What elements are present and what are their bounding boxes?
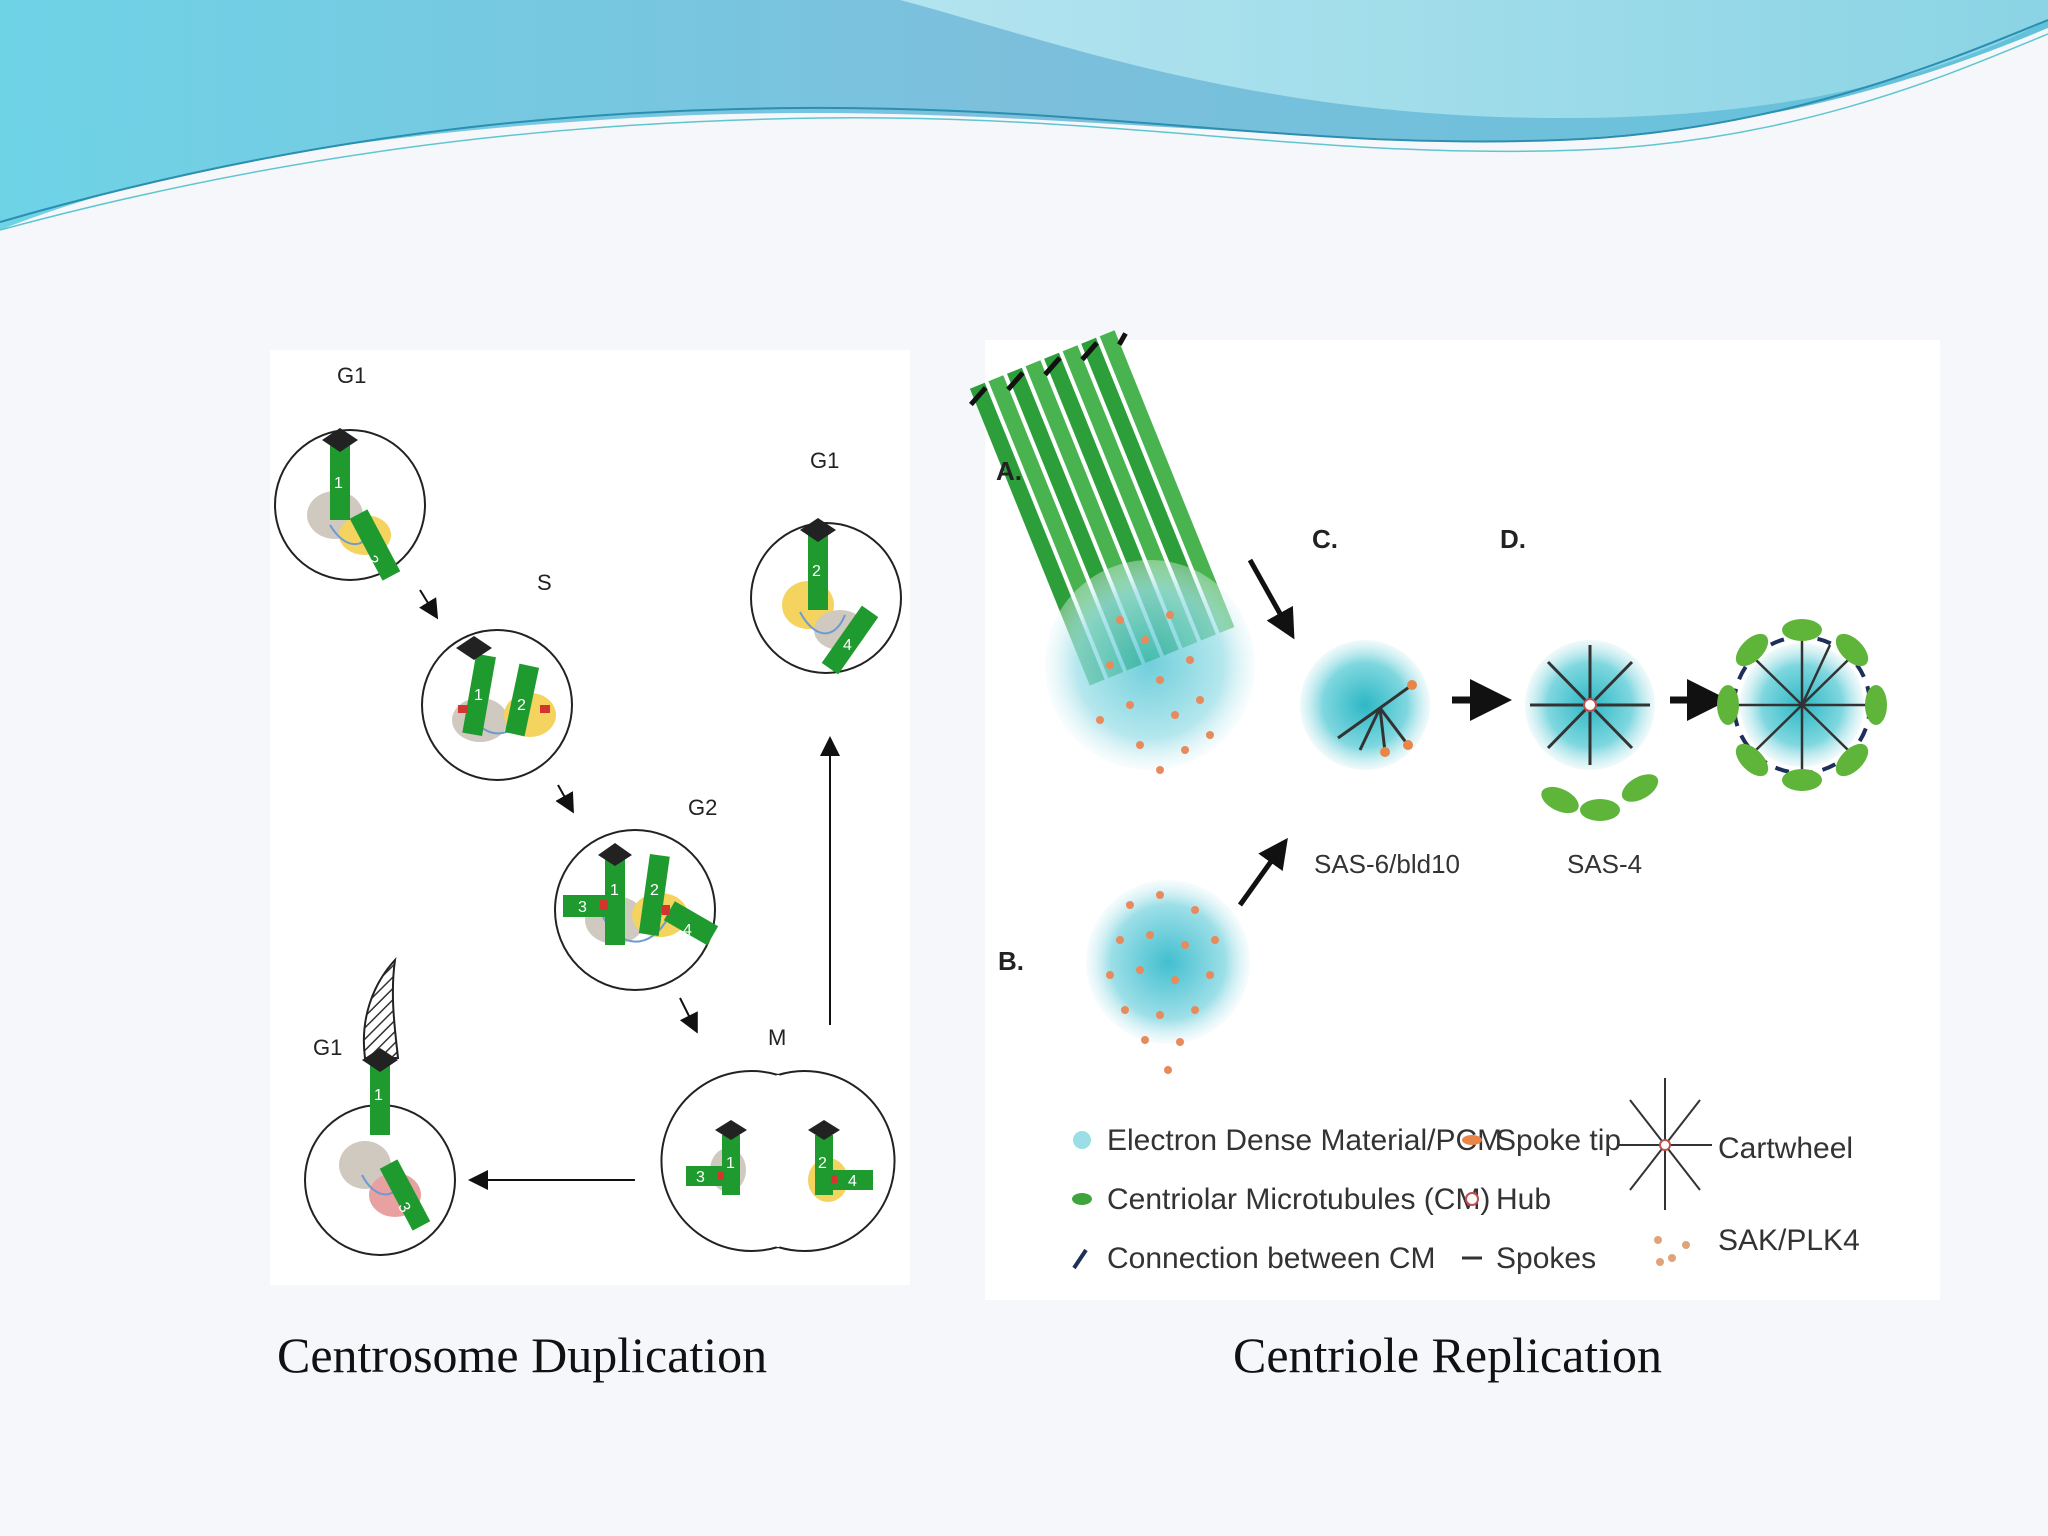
- panel-label-b: B.: [998, 946, 1024, 976]
- cilium: [362, 956, 400, 1059]
- centriole-num: 4: [843, 637, 852, 654]
- panel-c-sas6: C. SAS-6/bld10: [1300, 524, 1460, 879]
- cell-g1-cilium: G1 1 3: [304, 956, 456, 1256]
- panel-b-pcm-sphere: B.: [998, 880, 1250, 1074]
- centriole-num: 1: [474, 687, 483, 704]
- centriole-num: 3: [578, 899, 587, 916]
- centriole-num: 1: [726, 1155, 735, 1172]
- phase-label-g1-start: G1: [337, 363, 366, 388]
- legend-label-pcm: Electron Dense Material/PCM: [1107, 1124, 1502, 1157]
- legend: Electron Dense Material/PCM Centriolar M…: [1072, 1078, 1860, 1275]
- panel-d-sas4: D. SAS-4: [1500, 524, 1659, 879]
- duplication-diagram: G1 1 2 S 1 2: [270, 350, 910, 1285]
- stage-label-sas6: SAS-6/bld10: [1314, 849, 1460, 879]
- panel-label-c: C.: [1312, 524, 1338, 554]
- centriole-num: 2: [812, 563, 821, 580]
- centriole-num: 2: [650, 882, 659, 899]
- mature-centriole: [1717, 619, 1887, 791]
- phase-label-g1-end: G1: [810, 448, 839, 473]
- cell-g1-start: G1 1 2: [274, 363, 426, 581]
- legend-label-cm: Centriolar Microtubules (CM): [1107, 1183, 1490, 1216]
- legend-label-spokes: Spokes: [1496, 1242, 1596, 1275]
- cartwheel-swatch-icon: [1618, 1078, 1712, 1210]
- phase-label-g1-cilium: G1: [313, 1035, 342, 1060]
- replication-diagram: A. B. C.: [969, 330, 1940, 1300]
- phase-label-m: M: [768, 1025, 786, 1050]
- centriole-num: 1: [334, 475, 343, 492]
- legend-label-hub: Hub: [1496, 1183, 1551, 1216]
- hub-swatch-icon: [1465, 1192, 1479, 1206]
- legend-label-cartwheel: Cartwheel: [1718, 1132, 1853, 1165]
- caption-centrosome-duplication: Centrosome Duplication: [277, 1327, 768, 1383]
- cm-swatch-icon: [1072, 1193, 1092, 1205]
- phase-label-g2: G2: [688, 795, 717, 820]
- panel-a-centriole-bundle: A.: [969, 330, 1255, 774]
- spoke-tip-swatch-icon: [1462, 1135, 1482, 1145]
- legend-label-connection: Connection between CM: [1107, 1242, 1436, 1275]
- pcm-swatch-icon: [1073, 1131, 1091, 1149]
- centriole-num: 3: [696, 1169, 705, 1186]
- sak-swatch-icon: [1654, 1236, 1690, 1266]
- stage-label-sas4: SAS-4: [1567, 849, 1642, 879]
- phase-label-s: S: [537, 570, 552, 595]
- centriole-num: 2: [517, 697, 526, 714]
- cell-s: S 1 2: [421, 570, 573, 781]
- centriole-num: 4: [848, 1173, 857, 1190]
- connection-swatch-icon: [1072, 1248, 1088, 1270]
- legend-label-sak: SAK/PLK4: [1718, 1224, 1860, 1257]
- panel-label-a: A.: [996, 456, 1022, 486]
- centriole-num: 2: [818, 1155, 827, 1172]
- caption-centriole-replication: Centriole Replication: [1233, 1327, 1663, 1383]
- cell-m: M 3 1 2 4: [660, 1025, 896, 1252]
- cell-g2: G2 3 1 2 4: [554, 795, 719, 991]
- centriole-num: 1: [610, 882, 619, 899]
- centriole-num: 1: [374, 1087, 383, 1104]
- cell-g1-end: G1 2 4: [750, 448, 902, 675]
- legend-label-spoke-tip: Spoke tip: [1496, 1124, 1621, 1157]
- panel-label-d: D.: [1500, 524, 1526, 554]
- centriole-num: 4: [683, 922, 692, 939]
- header-wave: [0, 0, 2048, 231]
